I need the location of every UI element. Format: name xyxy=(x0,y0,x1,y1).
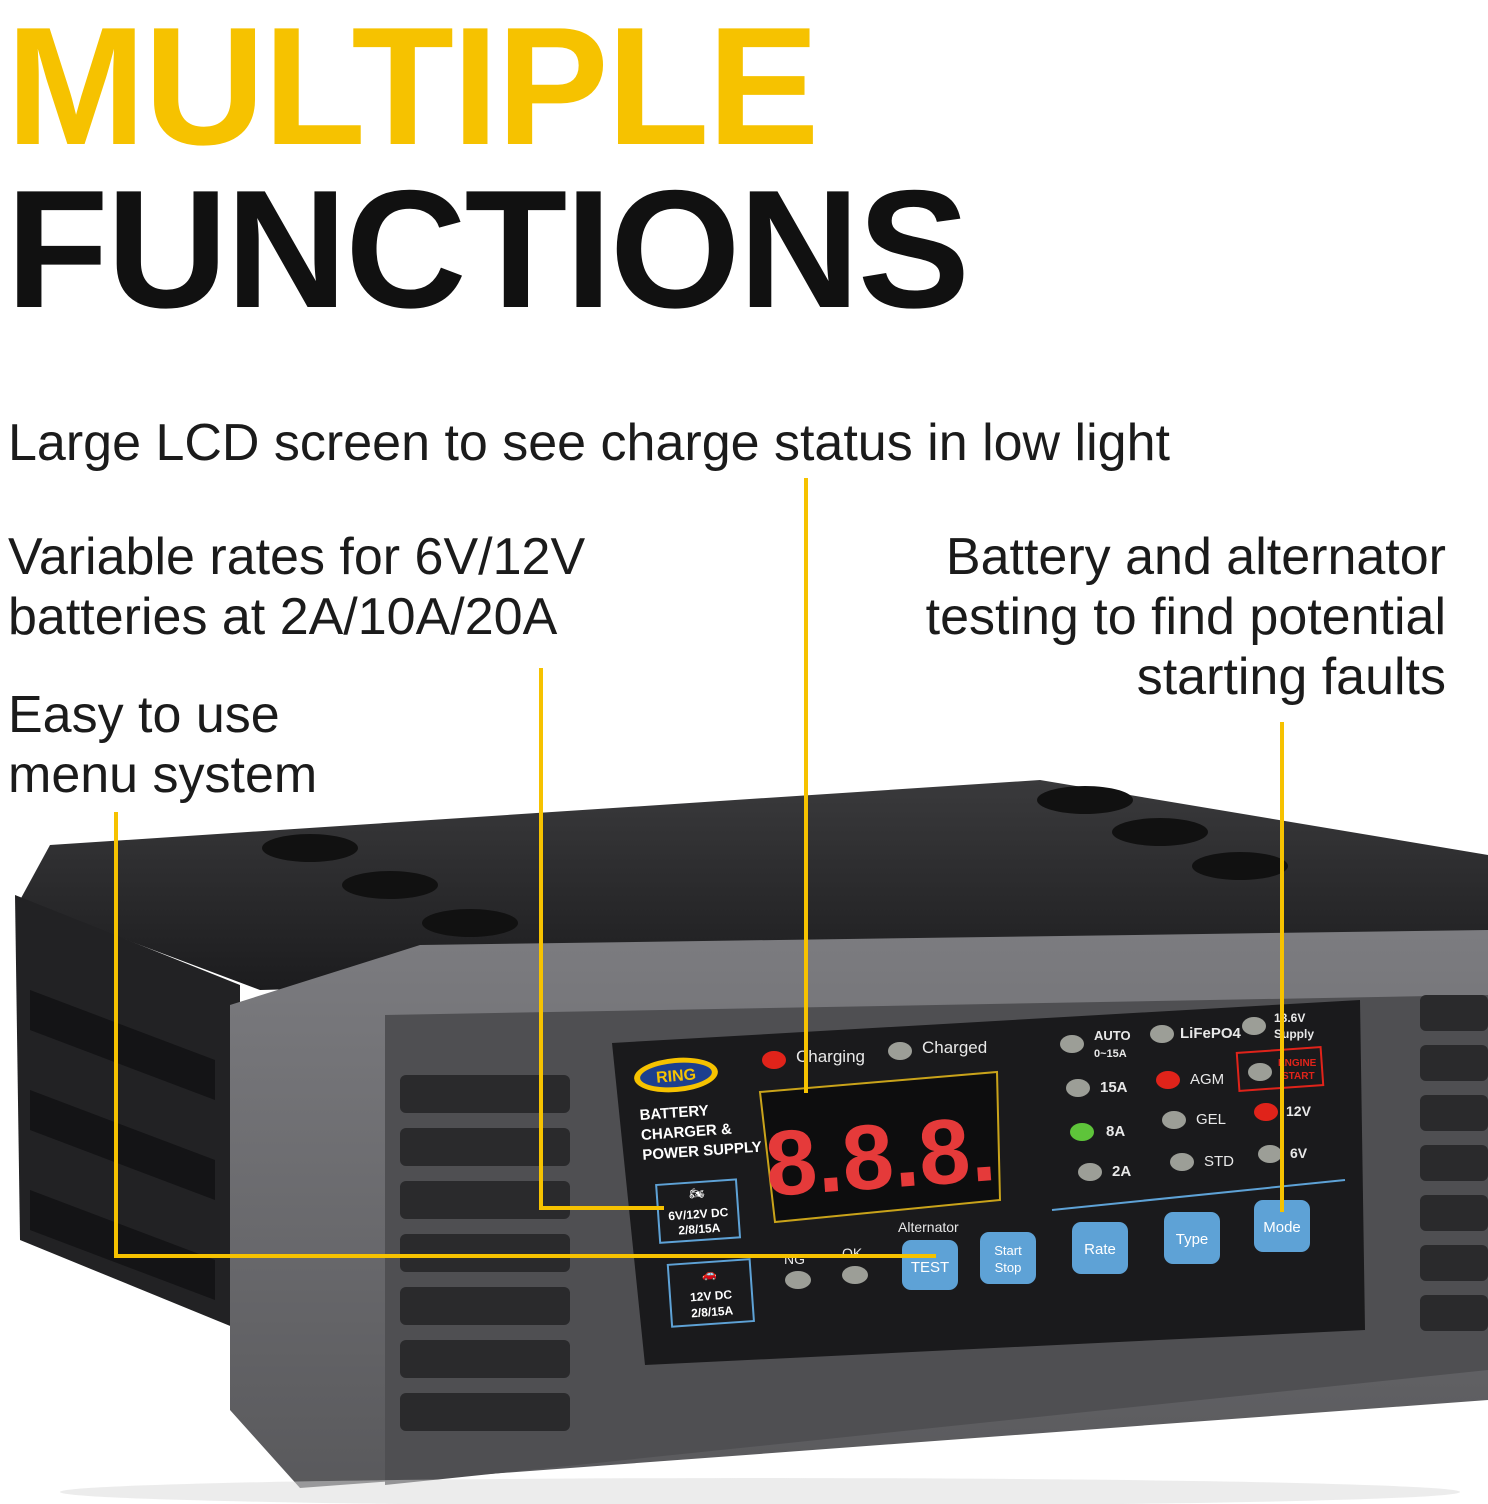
headline-functions: FUNCTIONS xyxy=(6,155,970,343)
charging-led xyxy=(762,1051,786,1069)
lifepo4-led xyxy=(1150,1025,1174,1043)
brand-text: RING xyxy=(655,1066,696,1086)
rate-button-label: Rate xyxy=(1084,1241,1116,1258)
supply-label: 13.6V xyxy=(1274,1011,1305,1025)
12v-led xyxy=(1254,1103,1278,1121)
ng-label: NG xyxy=(784,1251,805,1267)
callout-menu-line-1: Easy to use xyxy=(8,686,280,744)
dc-output-2-sub: 2/8/15A xyxy=(691,1303,734,1320)
test-button[interactable]: TEST xyxy=(902,1240,958,1290)
6v-led xyxy=(1258,1145,1282,1163)
headline-multiple: MULTIPLE xyxy=(6,0,819,180)
callout-testing-line-2: testing to find potential xyxy=(925,588,1446,646)
engine-start-led xyxy=(1248,1063,1272,1081)
rate-8a-label: 8A xyxy=(1106,1123,1125,1140)
control-panel xyxy=(612,1000,1365,1365)
car-icon: 🚗 xyxy=(702,1266,718,1281)
mode-button-label: Mode xyxy=(1263,1219,1301,1236)
callout-lcd-text: Large LCD screen to see charge status in… xyxy=(8,414,1170,472)
12v-label: 12V xyxy=(1286,1103,1312,1119)
std-led xyxy=(1170,1153,1194,1171)
motorbike-icon: 🏍 xyxy=(689,1186,705,1201)
charged-label: Charged xyxy=(922,1038,987,1057)
engine-start-sub-label: START xyxy=(1282,1071,1315,1082)
right-vents xyxy=(1420,995,1488,1331)
mode-leds: 13.6V Supply ENGINE START 12V 6V xyxy=(1235,1011,1325,1163)
test-button-label: TEST xyxy=(911,1259,949,1276)
callout-menu: Easy to use menu system xyxy=(8,685,317,805)
auto-sub-label: 0~15A xyxy=(1094,1048,1127,1060)
charged-led xyxy=(888,1042,912,1060)
engine-start-label: ENGINE xyxy=(1278,1058,1317,1069)
product-line-2: CHARGER & xyxy=(640,1121,732,1144)
6v-label: 6V xyxy=(1290,1145,1308,1161)
rate-2a-led xyxy=(1078,1163,1102,1181)
rate-15a-label: 15A xyxy=(1100,1079,1128,1096)
auto-label: AUTO xyxy=(1094,1028,1131,1043)
gel-led xyxy=(1162,1111,1186,1129)
std-label: STD xyxy=(1204,1153,1234,1170)
rate-button[interactable]: Rate xyxy=(1072,1222,1128,1274)
rate-8a-led xyxy=(1070,1123,1094,1141)
rate-15a-led xyxy=(1066,1079,1090,1097)
product-line-3: POWER SUPPLY xyxy=(642,1139,762,1164)
status-leds: Charging Charged xyxy=(762,1038,987,1069)
left-vents xyxy=(400,1075,570,1431)
type-leds: LiFePO4 AGM GEL STD xyxy=(1150,1025,1242,1171)
type-button-label: Type xyxy=(1176,1231,1209,1248)
charging-label: Charging xyxy=(796,1047,865,1066)
rate-2a-label: 2A xyxy=(1112,1163,1131,1180)
callout-rates: Variable rates for 6V/12V batteries at 2… xyxy=(8,527,585,647)
lifepo4-label: LiFePO4 xyxy=(1180,1025,1242,1042)
supply-sub-label: Supply xyxy=(1274,1027,1314,1041)
mode-button[interactable]: Mode xyxy=(1254,1200,1310,1252)
menu-leader-line xyxy=(114,812,936,1258)
agm-led xyxy=(1156,1071,1180,1089)
dc-output-1-spec: 6V/12V DC xyxy=(668,1205,729,1223)
callout-testing: Battery and alternator testing to find p… xyxy=(926,527,1446,707)
housing-left-side xyxy=(15,895,240,1330)
rates-leader-line xyxy=(539,668,664,1210)
ok-label: OK xyxy=(842,1245,863,1261)
callout-rates-line-2: batteries at 2A/10A/20A xyxy=(8,588,558,646)
dc-output-1: 🏍 6V/12V DC 2/8/15A xyxy=(655,1178,742,1244)
start-stop-button[interactable]: Start Stop xyxy=(980,1232,1036,1284)
ng-led xyxy=(785,1271,811,1289)
display-readout: 8.8.8. xyxy=(762,1098,999,1216)
callout-testing-line-3: starting faults xyxy=(1136,648,1446,706)
gel-label: GEL xyxy=(1196,1111,1226,1128)
dc-output-1-sub: 2/8/15A xyxy=(678,1221,721,1238)
start-label: Start xyxy=(994,1243,1022,1258)
callout-rates-line-1: Variable rates for 6V/12V xyxy=(8,528,586,586)
product-line-1: BATTERY xyxy=(639,1102,709,1124)
led-display: 8.8.8. xyxy=(758,1070,1002,1224)
alternator-title: Alternator xyxy=(898,1219,959,1235)
type-button[interactable]: Type xyxy=(1164,1212,1220,1264)
ok-led xyxy=(842,1266,868,1284)
dc-output-2: 🚗 12V DC 2/8/15A xyxy=(666,1258,755,1328)
auto-led xyxy=(1060,1035,1084,1053)
dc-output-2-spec: 12V DC xyxy=(690,1287,733,1304)
callout-lcd: Large LCD screen to see charge status in… xyxy=(8,413,1170,473)
agm-label: AGM xyxy=(1190,1071,1224,1088)
housing-top xyxy=(20,780,1488,990)
callout-menu-line-2: menu system xyxy=(8,746,318,804)
callout-testing-line-1: Battery and alternator xyxy=(945,528,1446,586)
rate-leds: AUTO 0~15A 15A 8A 2A xyxy=(1060,1028,1131,1181)
stop-label: Stop xyxy=(995,1260,1022,1275)
supply-led xyxy=(1242,1017,1266,1035)
ring-logo: RING xyxy=(634,1057,718,1093)
